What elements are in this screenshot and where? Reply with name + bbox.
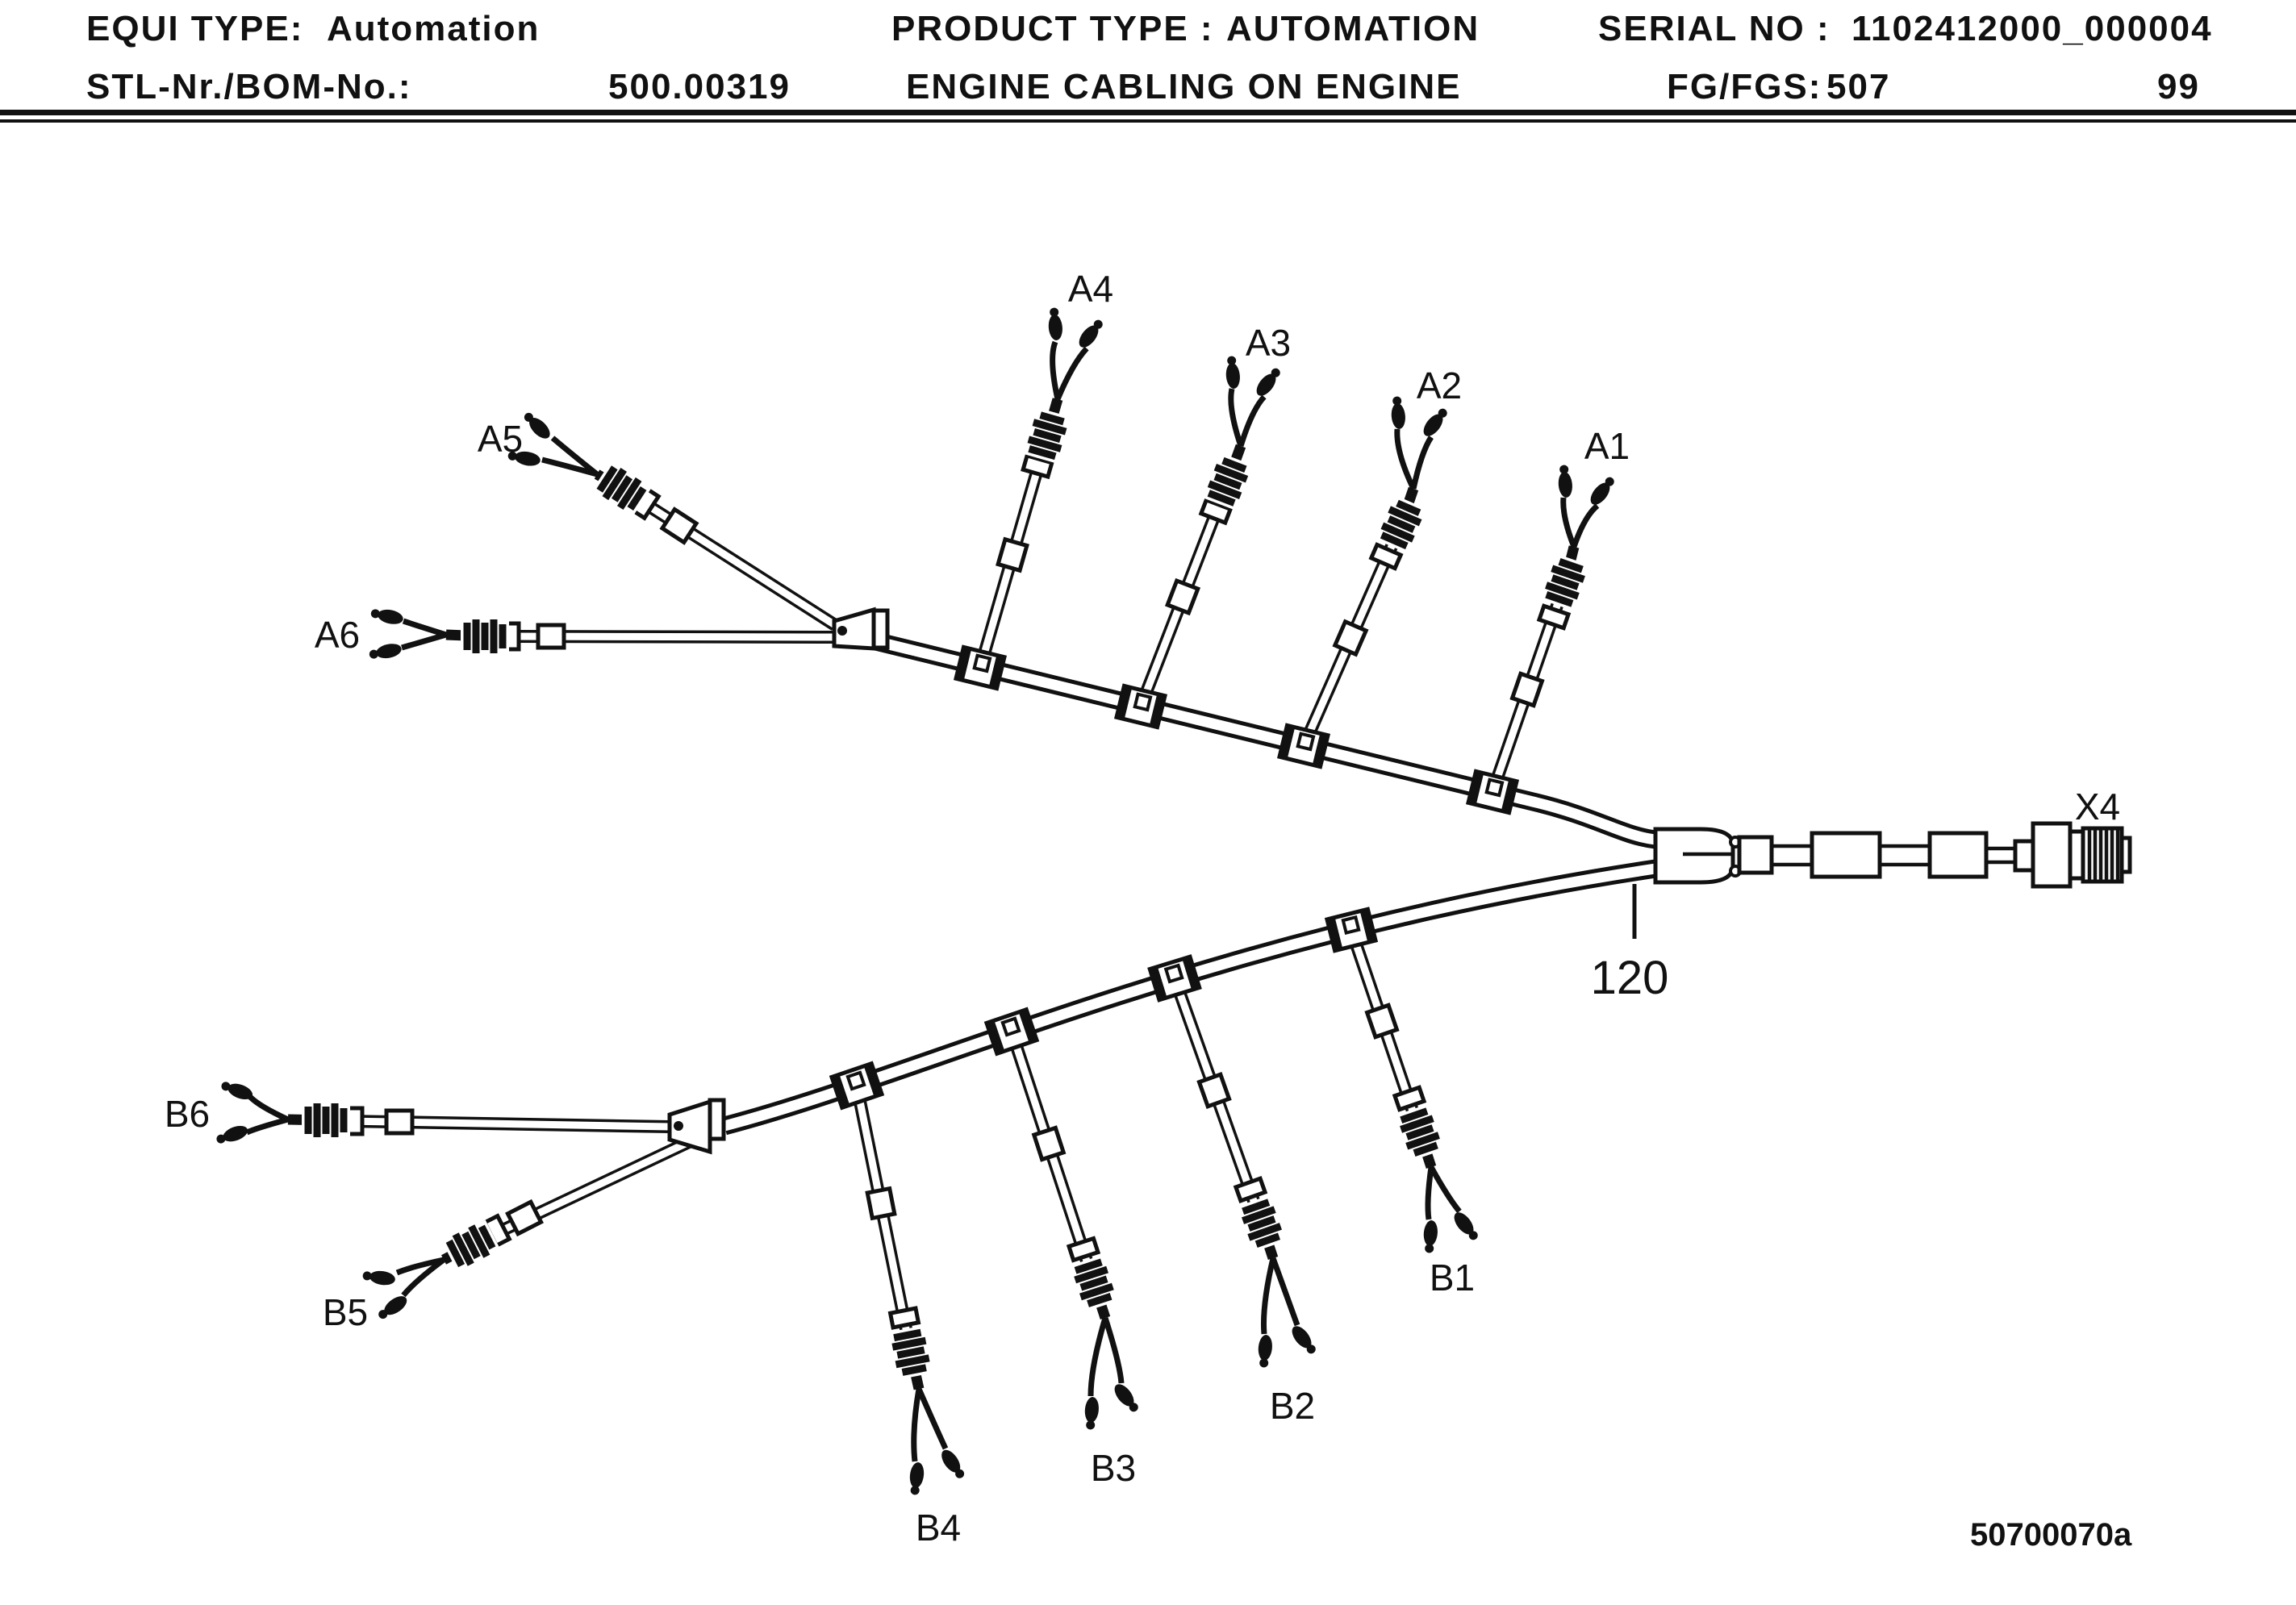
branch-label-a2: A2 — [1417, 365, 1462, 406]
terminal — [937, 1446, 968, 1482]
branch-b4: B4 — [867, 1189, 968, 1549]
branch-label-b6: B6 — [165, 1093, 210, 1135]
junction-a5-a6 — [832, 607, 890, 651]
branch-b1: B1 — [1367, 1005, 1482, 1299]
product-type-value: AUTOMATION — [1226, 9, 1480, 48]
clamp-a4 — [956, 647, 1004, 688]
product-type-label: PRODUCT TYPE : — [891, 9, 1214, 48]
stl-bom-label: STL-Nr./BOM-No.: — [86, 67, 412, 106]
branch-a1: A1 — [1513, 425, 1630, 706]
drawing-number: 50700070a — [1970, 1517, 2132, 1553]
branch-label-b4: B4 — [916, 1507, 961, 1549]
terminal — [1083, 1396, 1100, 1431]
terminal — [1389, 395, 1407, 430]
fg-fgs-value: 507 — [1826, 67, 1890, 106]
equi-type-value: Automation — [327, 9, 540, 48]
clamp-b3 — [987, 1010, 1037, 1054]
branch-a5: A5 — [478, 409, 696, 542]
terminal — [1556, 464, 1574, 498]
callout-120-text: 120 — [1591, 952, 1669, 1004]
serial-no-label: SERIAL NO : — [1598, 9, 1831, 48]
connector-label-x4: X4 — [2075, 786, 2120, 828]
page-number: 99 — [2157, 67, 2200, 106]
branch-a2: A2 — [1335, 365, 1462, 654]
fg-fgs-label: FG/FGS: — [1667, 67, 1822, 106]
terminal — [1256, 1334, 1274, 1369]
terminal — [214, 1123, 250, 1147]
clamp-b2 — [1150, 957, 1199, 999]
terminal — [1075, 316, 1107, 351]
branch-label-b3: B3 — [1091, 1447, 1136, 1489]
junction-b5-b6 — [667, 1098, 726, 1155]
clamp-b1 — [1327, 909, 1376, 950]
branch-label-a1: A1 — [1584, 425, 1630, 467]
x4-ribbed-cap — [2081, 826, 2124, 884]
stl-bom-value: 500.00319 — [608, 67, 791, 106]
branch-b6: B6 — [165, 1078, 412, 1147]
connector-x4: X4 — [1737, 786, 2132, 889]
branch-b3: B3 — [1034, 1128, 1142, 1489]
terminal — [1110, 1381, 1142, 1415]
y-junction — [1653, 827, 1742, 885]
header: EQUI TYPE: Automation PRODUCT TYPE : AUT… — [0, 9, 2296, 123]
clamp-a2 — [1279, 725, 1328, 766]
terminal — [1046, 306, 1064, 341]
callout-120: 120 — [1591, 884, 1669, 1004]
header-rule-bottom — [0, 119, 2296, 123]
main-trunk-upper — [863, 629, 1657, 849]
terminal — [375, 1292, 411, 1323]
terminal — [1288, 1323, 1320, 1357]
branch-label-b5: B5 — [323, 1291, 368, 1333]
terminal — [369, 606, 405, 627]
equi-type-label: EQUI TYPE: — [86, 9, 303, 48]
terminal — [368, 641, 403, 662]
branch-label-a4: A4 — [1068, 268, 1113, 310]
branch-a4: A4 — [998, 268, 1113, 570]
terminal — [1252, 365, 1284, 399]
clamp-b4 — [832, 1064, 882, 1108]
clamp-a1 — [1468, 771, 1517, 812]
branch-label-a5: A5 — [478, 418, 523, 460]
branch-a6: A6 — [315, 606, 564, 662]
serial-no-value: 1102412000_000004 — [1851, 9, 2213, 48]
clamp-a3 — [1117, 686, 1165, 727]
terminal — [1450, 1209, 1482, 1244]
branch-b2: B2 — [1199, 1074, 1320, 1427]
terminal — [1419, 405, 1451, 440]
terminal — [1586, 473, 1618, 508]
branch-label-b1: B1 — [1430, 1257, 1475, 1299]
branch-label-a3: A3 — [1246, 322, 1291, 364]
main-trunk-lower — [722, 859, 1657, 1136]
branch-b5: B5 — [323, 1202, 541, 1333]
terminal — [361, 1268, 396, 1287]
terminal — [520, 409, 554, 443]
terminal — [1421, 1219, 1439, 1254]
terminal — [908, 1461, 925, 1496]
branch-label-a6: A6 — [315, 614, 360, 656]
terminal — [1224, 355, 1242, 390]
subtitle: ENGINE CABLING ON ENGINE — [906, 67, 1462, 106]
header-rule-top — [0, 110, 2296, 115]
branch-a3: A3 — [1167, 322, 1291, 613]
branch-label-b2: B2 — [1270, 1385, 1315, 1427]
